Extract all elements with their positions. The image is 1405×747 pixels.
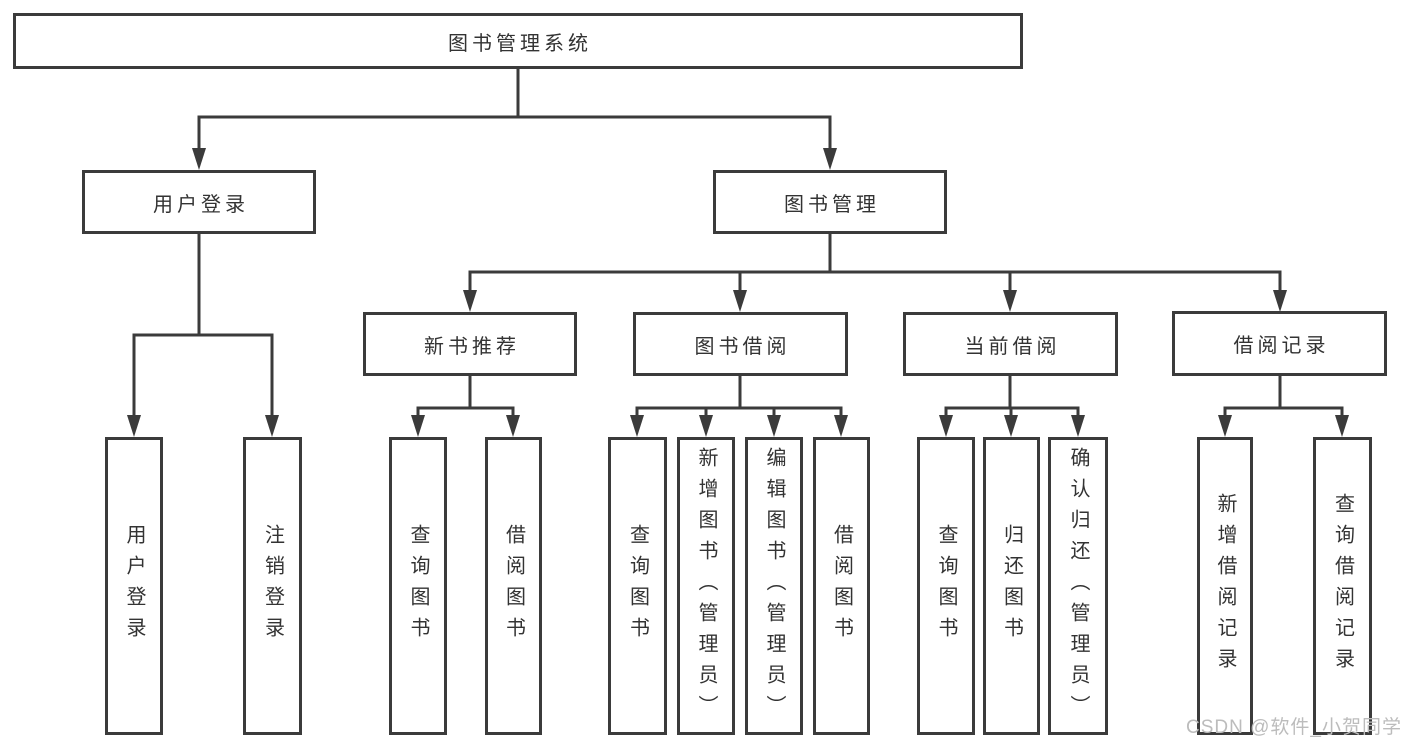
node-leaf-user-login: 用户登录 [105, 437, 163, 735]
node-leaf-logout: 注销登录 [243, 437, 302, 735]
node-label-root: 图书管理系统 [448, 32, 592, 55]
node-new-book-rec: 新书推荐 [363, 312, 577, 376]
node-leaf-edit-book: 编辑图书（管理员） [745, 437, 803, 735]
node-leaf-query-borrow-record: 查询借阅记录 [1313, 437, 1372, 735]
node-leaf-add-book: 新增图书（管理员） [677, 437, 735, 735]
node-label-leaf-return-book: 归还图书 [1000, 524, 1023, 648]
node-leaf-query-book-3: 查询图书 [917, 437, 975, 735]
node-label-user-login: 用户登录 [153, 193, 249, 216]
node-leaf-borrow-book-2: 借阅图书 [813, 437, 870, 735]
node-label-leaf-user-login: 用户登录 [123, 524, 145, 648]
node-label-book-mgmt: 图书管理 [784, 193, 880, 216]
node-borrow-record: 借阅记录 [1172, 311, 1387, 376]
node-leaf-confirm-return: 确认归还（管理员） [1048, 437, 1108, 735]
node-leaf-query-book-1: 查询图书 [389, 437, 447, 735]
node-root: 图书管理系统 [13, 13, 1023, 69]
node-label-leaf-edit-book: 编辑图书（管理员） [763, 446, 785, 726]
node-label-borrow-record: 借阅记录 [1233, 335, 1330, 357]
node-leaf-borrow-book-1: 借阅图书 [485, 437, 542, 735]
node-label-new-book-rec: 新书推荐 [424, 335, 520, 358]
node-label-leaf-query-book-2: 查询图书 [626, 524, 649, 648]
node-book-mgmt: 图书管理 [713, 170, 947, 234]
node-user-login: 用户登录 [82, 170, 316, 234]
node-label-current-borrow: 当前借阅 [964, 335, 1061, 358]
node-label-book-borrow: 图书借阅 [694, 335, 791, 358]
node-leaf-add-borrow-record: 新增借阅记录 [1197, 437, 1253, 735]
node-current-borrow: 当前借阅 [903, 312, 1118, 376]
node-label-leaf-confirm-return: 确认归还（管理员） [1067, 446, 1089, 726]
node-label-leaf-query-borrow-record: 查询借阅记录 [1331, 493, 1354, 679]
node-label-leaf-add-book: 新增图书（管理员） [695, 446, 717, 726]
node-label-leaf-borrow-book-1: 借阅图书 [502, 524, 525, 648]
node-book-borrow: 图书借阅 [633, 312, 848, 376]
node-label-leaf-add-borrow-record: 新增借阅记录 [1214, 493, 1236, 679]
node-label-leaf-borrow-book-2: 借阅图书 [830, 524, 853, 648]
node-leaf-query-book-2: 查询图书 [608, 437, 667, 735]
node-leaf-return-book: 归还图书 [983, 437, 1040, 735]
node-label-leaf-query-book-1: 查询图书 [407, 524, 429, 648]
watermark: CSDN @软件_小贺同学 [1186, 717, 1402, 738]
node-label-leaf-logout: 注销登录 [261, 524, 284, 648]
node-label-leaf-query-book-3: 查询图书 [935, 524, 957, 648]
